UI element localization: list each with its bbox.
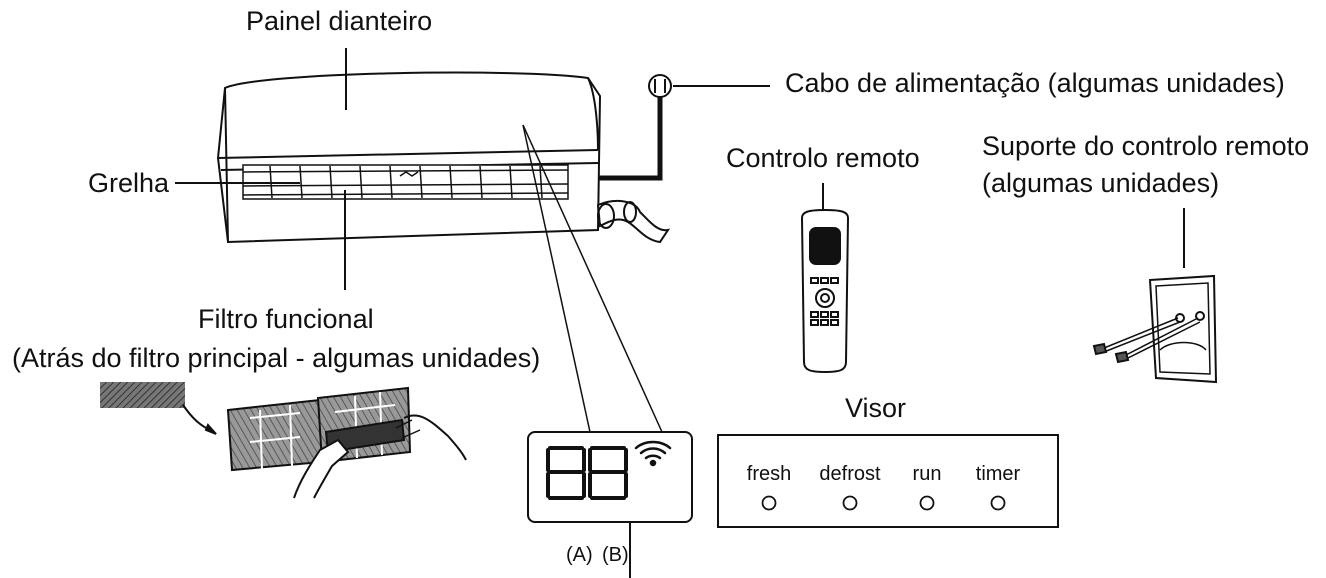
leader-lines: [175, 48, 1185, 578]
label-display-marker-b: (B): [602, 544, 629, 566]
indicator-label-timer: timer: [975, 463, 1021, 485]
led-fresh: [761, 495, 777, 511]
label-front-panel: Painel dianteiro: [246, 6, 433, 36]
label-remote-holder-line2: (algumas unidades): [982, 168, 1220, 198]
remote-control-illustration: [800, 208, 850, 374]
ac-grille: [242, 164, 569, 200]
led-run: [919, 495, 935, 511]
label-functional-filter-line1: Filtro funcional: [198, 304, 374, 334]
label-display-title: Visor: [845, 393, 907, 423]
leader-display-b: [522, 124, 663, 433]
drain-hose: [596, 199, 671, 244]
label-functional-filter-line2: (Atrás do filtro principal - algumas uni…: [12, 343, 541, 373]
indicator-label-defrost: defrost: [819, 463, 881, 485]
power-cable: [598, 74, 672, 181]
wifi-icon: [634, 440, 672, 467]
seven-segment-88: [546, 446, 628, 500]
functional-filter-illustration: [100, 382, 467, 499]
leader-display-a: [522, 124, 591, 433]
label-remote-control: Controlo remoto: [726, 143, 920, 173]
led-timer: [990, 495, 1006, 511]
remote-holder-illustration: [1092, 274, 1218, 384]
digital-display-illustration: [527, 431, 693, 523]
indicator-panel-illustration: [717, 434, 1059, 528]
label-power-cable: Cabo de alimentação (algumas unidades): [785, 68, 1285, 98]
indicator-label-fresh: fresh: [746, 463, 792, 485]
led-defrost: [842, 495, 858, 511]
label-display-marker-a: (A): [566, 544, 593, 566]
label-grille: Grelha: [88, 168, 170, 198]
label-remote-holder-line1: Suporte do controlo remoto: [982, 131, 1310, 161]
indicator-label-run: run: [912, 463, 942, 485]
